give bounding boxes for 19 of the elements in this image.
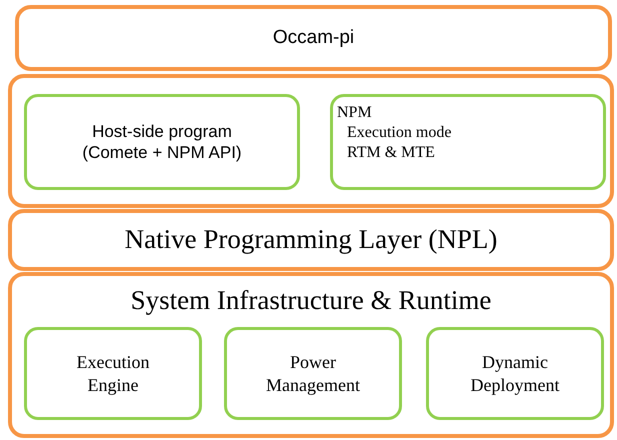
- layer-box: [15, 5, 612, 71]
- box-item: Execution mode: [346, 123, 452, 143]
- box-label: Dynamic Deployment: [470, 351, 560, 396]
- box-label: Occam-pi: [272, 26, 354, 50]
- box-label: Native Programming Layer (NPL): [124, 223, 498, 256]
- component-box: [24, 94, 300, 190]
- layer-box: [8, 74, 614, 208]
- box-label: System Infrastructure & Runtime: [130, 284, 492, 317]
- layer-box: [8, 209, 614, 271]
- layer-box: [8, 272, 614, 438]
- component-box: [224, 327, 402, 420]
- box-heading: NPM: [337, 103, 372, 123]
- box-label: Host-side program (Comete + NPM API): [81, 120, 243, 164]
- box-label: Execution Engine: [76, 351, 150, 396]
- component-box: [426, 327, 604, 420]
- box-item: RTM & MTE: [346, 143, 435, 163]
- component-box: [330, 94, 606, 190]
- component-box: [24, 327, 202, 420]
- box-label: Power Management: [265, 351, 361, 396]
